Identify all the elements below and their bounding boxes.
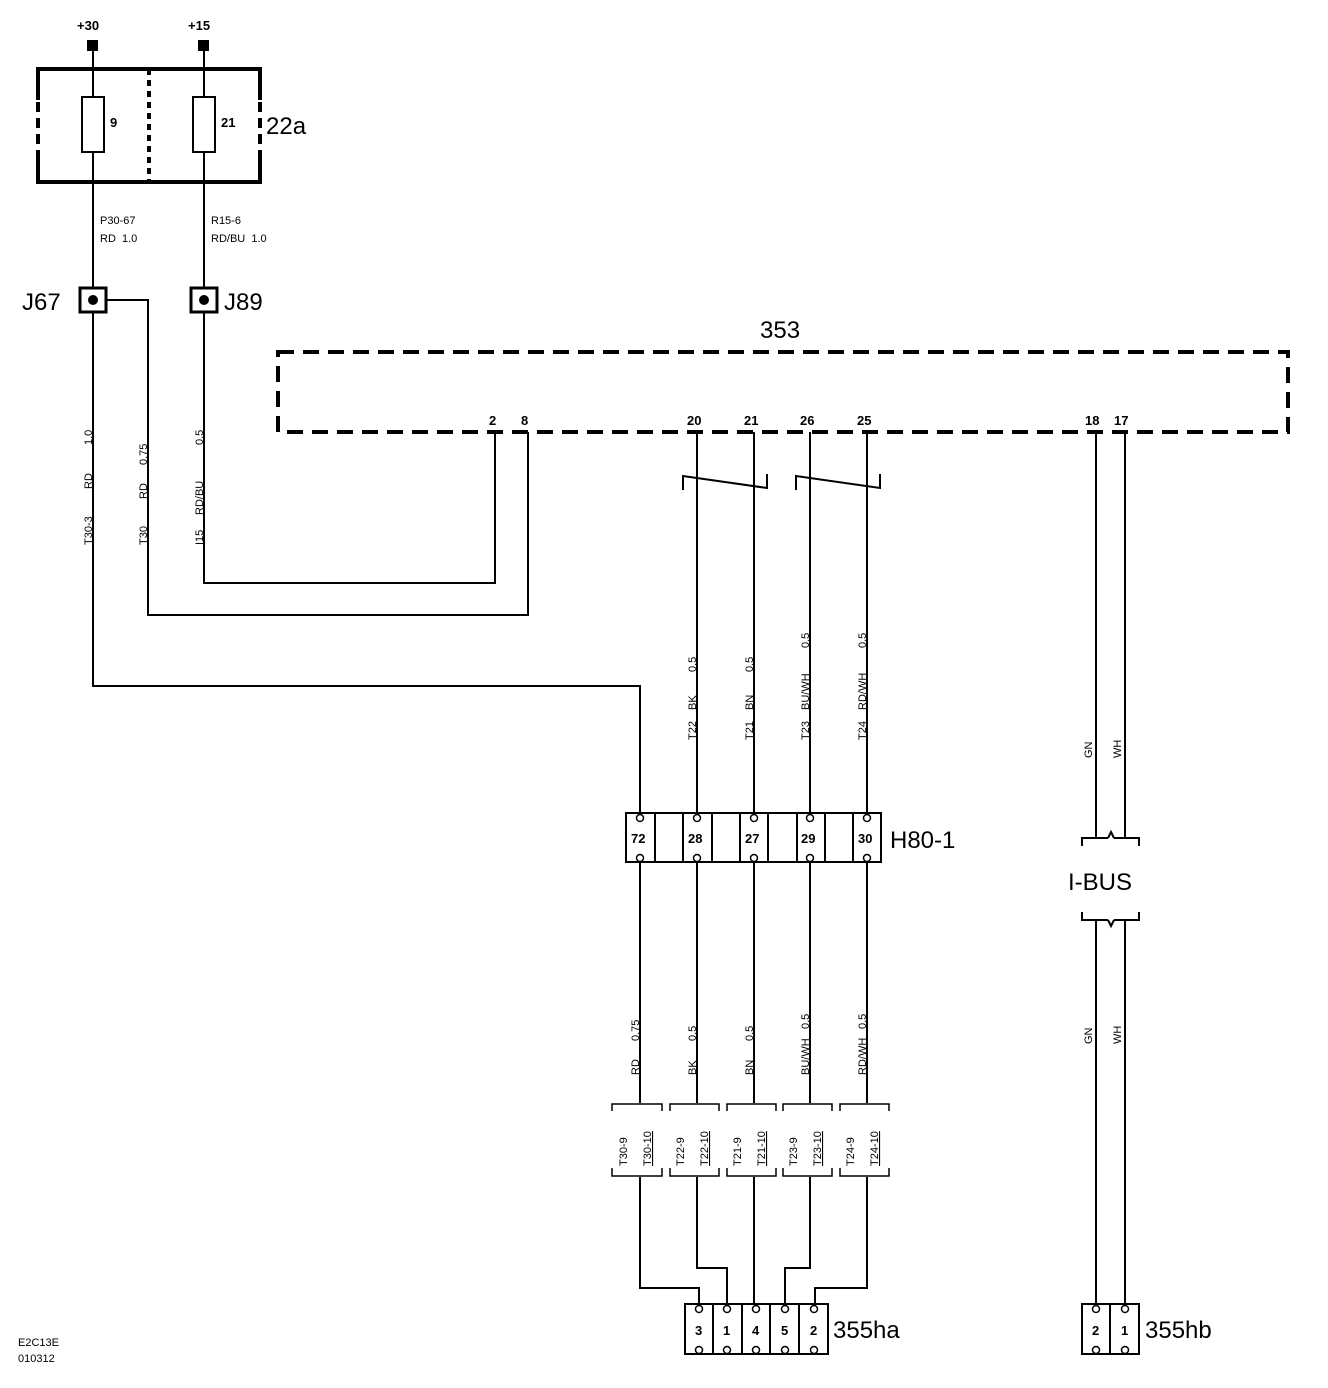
wire-r15-6-id: R15-6 [211,215,241,227]
supply-plus30-label: +30 [77,18,99,33]
fuse-21: 21 [192,96,235,153]
connector-355ha: 3 1 4 5 2 355ha [684,1303,900,1355]
wire-t24-color: RD/WH [857,673,869,710]
lower-wire-rdwh-size: 0.5 [857,1014,869,1029]
module-pin-20: 20 [687,413,701,428]
wire-t24-size: 0.5 [857,633,869,648]
lower-wire-bn-color: BN [744,1060,756,1075]
h80-pin-29: 29 [801,831,815,846]
355ha-pin-2: 2 [810,1323,817,1338]
wire-t23-color: BU/WH [800,673,812,710]
junction-j67-label: J67 [22,289,61,316]
tp-t23-10: T23-10 [812,1131,824,1166]
tp-t24-10: T24-10 [869,1131,881,1166]
wire-i15-id: I15 [194,530,206,545]
wire-t30-color: RD [138,483,150,499]
module-pin-21: 21 [744,413,758,428]
h80-pin-27: 27 [745,831,759,846]
connector-355ha-label: 355ha [833,1317,900,1344]
lower-wire-rdwh-color: RD/WH [857,1038,869,1075]
ibus-upper-gn: GN [1083,741,1095,758]
module-pin-17: 17 [1114,413,1128,428]
tp-t23-9: T23-9 [788,1137,800,1166]
footer-code-2: 010312 [18,1353,55,1365]
module-353: 353 2 8 20 21 26 25 18 17 [276,317,1290,434]
lower-wire-buwh-color: BU/WH [800,1038,812,1075]
supply-plus15-label: +15 [188,18,210,33]
wire-t30-size: 0.75 [138,444,150,465]
module-pin-2: 2 [489,413,496,428]
wire-t21-id: T21 [744,721,756,740]
tp-t21-9: T21-9 [732,1137,744,1166]
h80-pin-30: 30 [858,831,872,846]
wire-t30-3-id: T30-3 [83,516,95,545]
connector-h80-1: 72 28 27 29 30 H80-1 [625,812,955,863]
tp-t30-9: T30-9 [618,1137,630,1166]
355ha-pin-3: 3 [695,1323,702,1338]
wire-r15-6-spec: RD/BU 1.0 [211,233,267,245]
lower-wire-bk-color: BK [687,1060,699,1075]
ibus-label: I-BUS [1068,869,1132,896]
module-pin-26: 26 [800,413,814,428]
355hb-pin-2: 2 [1092,1323,1099,1338]
355ha-pin-5: 5 [781,1323,788,1338]
tp-t21-10: T21-10 [756,1131,768,1166]
wire-t21-color: BN [744,695,756,710]
355hb-pin-1: 1 [1121,1323,1128,1338]
connector-355hb-label: 355hb [1145,1317,1212,1344]
module-pin-25: 25 [857,413,871,428]
ibus-lower-gn: GN [1083,1027,1095,1044]
wire-p30-67-id: P30-67 [100,215,135,227]
module-353-label: 353 [760,317,800,344]
wire-t23-size: 0.5 [800,633,812,648]
tp-t22-10: T22-10 [699,1131,711,1166]
lower-wire-buwh-size: 0.5 [800,1014,812,1029]
tp-t30-10: T30-10 [642,1131,654,1166]
wire-t22-size: 0.5 [687,657,699,672]
lower-wire-rd-color: RD [630,1059,642,1075]
connector-355hb: 2 1 355hb [1081,1303,1212,1355]
h80-pin-28: 28 [688,831,702,846]
lower-wire-rd-size: 0.75 [630,1020,642,1041]
fusebox-22a: 22a [36,67,307,184]
module-pin-8: 8 [521,413,528,428]
fuse-9: 9 [81,96,117,153]
twisted-pair-section: T30-9 T30-10 T22-9 T22-10 T21-9 T21-10 T… [611,1103,890,1177]
fusebox-name: 22a [266,113,307,140]
wire-i15-size: 0.5 [194,430,206,445]
lower-wire-bn-size: 0.5 [744,1026,756,1041]
ibus-lower-wh: WH [1112,1026,1124,1044]
fuse-21-label: 21 [221,115,235,130]
tp-t22-9: T22-9 [675,1137,687,1166]
wire-t30-3-color: RD [83,473,95,489]
junction-j89-label: J89 [224,289,263,316]
junction-j67: J67 [22,286,108,316]
wire-t30-id: T30 [138,526,150,545]
wire-t24-id: T24 [857,721,869,740]
supply-plus30: +30 [77,18,99,51]
wire-t30-3-size: 1.0 [83,430,95,445]
wire-t23-id: T23 [800,721,812,740]
junction-j89: J89 [189,286,263,316]
wire-t22-id: T22 [687,721,699,740]
footer-code-1: E2C13E [18,1337,59,1349]
lower-wire-bk-size: 0.5 [687,1026,699,1041]
wire-t21-size: 0.5 [744,657,756,672]
fuse-9-label: 9 [110,115,117,130]
h80-pin-72: 72 [631,831,645,846]
wire-p30-67-spec: RD 1.0 [100,233,137,245]
wire-t22-color: BK [687,695,699,710]
355ha-pin-4: 4 [752,1323,760,1338]
connector-h80-1-label: H80-1 [890,827,955,854]
355ha-pin-1: 1 [723,1323,730,1338]
wire-i15-color: RD/BU [194,481,206,515]
ibus-upper-wh: WH [1112,740,1124,758]
supply-plus15: +15 [188,18,210,51]
module-pin-18: 18 [1085,413,1099,428]
tp-t24-9: T24-9 [845,1137,857,1166]
